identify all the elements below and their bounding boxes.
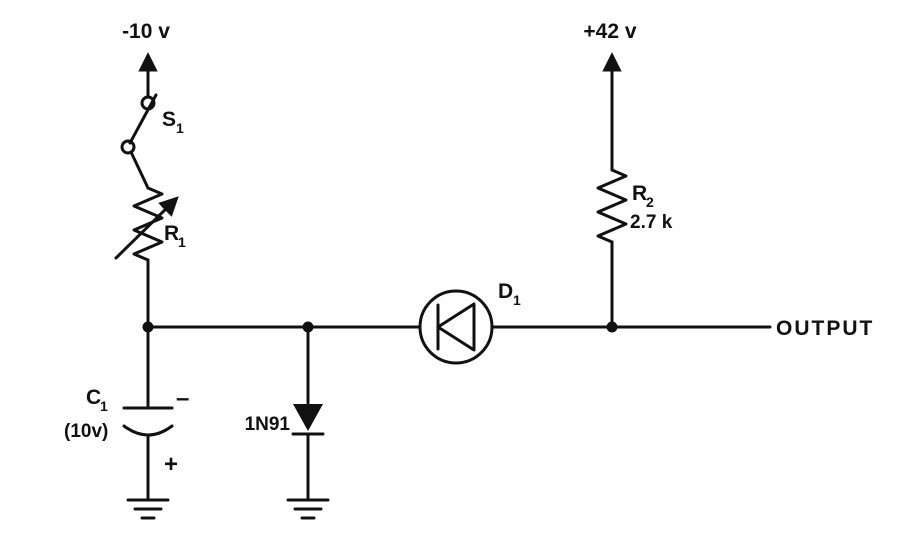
switch-bottom-terminal	[120, 139, 136, 155]
resistor-r1-label-sub: 1	[178, 234, 186, 250]
resistor-r1-variable-arrow-icon	[114, 196, 179, 260]
tunnel-diode-circle	[418, 289, 494, 365]
ground-icon-left	[126, 498, 170, 520]
output-label: OUTPUT	[776, 317, 874, 340]
tunnel-diode-d1	[418, 289, 494, 365]
capacitor-bottom-plate	[122, 424, 174, 437]
diode-1n91-label: 1N91	[245, 414, 291, 435]
ground-icon-center	[286, 498, 330, 520]
capacitor-c1-label-sub: 1	[100, 398, 108, 414]
resistor-r1-label: R	[164, 222, 179, 245]
capacitor-c1-voltage-label: (10v)	[64, 421, 108, 442]
tunnel-diode-triangle	[436, 302, 476, 352]
switch-s1-label-sub: 1	[176, 120, 184, 136]
neg-supply-label: -10 v	[122, 20, 170, 43]
tunnel-diode-d1-label: D	[498, 280, 513, 303]
resistor-r2-value-label: 2.7 k	[630, 212, 673, 233]
diode-1n91-anode-triangle	[293, 404, 323, 431]
switch-blade	[128, 93, 158, 145]
capacitor-c1	[122, 406, 174, 437]
switch-s1-label: S	[162, 108, 176, 131]
resistor-r2-label: R	[632, 182, 647, 205]
pos-supply-label: +42 v	[583, 20, 636, 43]
capacitor-minus-sign: –	[176, 385, 189, 412]
tunnel-diode-d1-label-sub: 1	[513, 292, 521, 308]
wire-switch-to-r1	[129, 150, 150, 190]
capacitor-c1-label: C	[86, 386, 101, 409]
resistor-r1	[132, 186, 164, 262]
resistor-r2-label-sub: 2	[646, 194, 654, 210]
capacitor-plus-sign: +	[164, 451, 178, 478]
resistor-r2	[596, 168, 628, 244]
switch-s1	[120, 93, 158, 155]
diode-1n91	[291, 404, 325, 436]
